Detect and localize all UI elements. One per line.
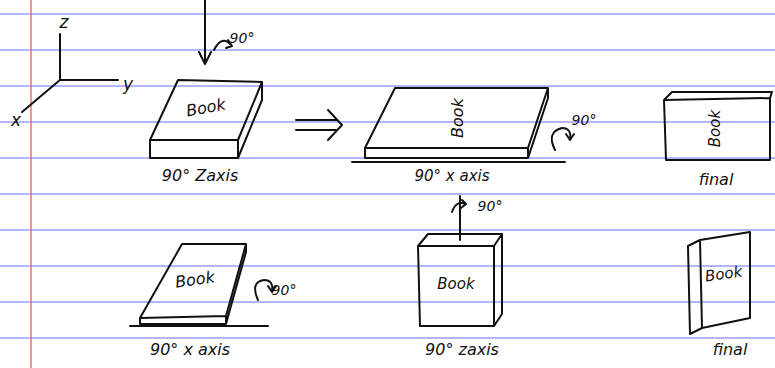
book [140,244,246,324]
sketch-label: 90° [272,283,297,297]
rotation-axis [352,161,565,163]
rotation-arrow [552,128,574,150]
sketch-label: Book [709,109,724,146]
sketch-label: Book [450,98,466,138]
sketch-label: z [60,14,69,31]
sketch-label: y [123,76,133,93]
sketch-label: 90° [478,199,503,213]
margin-line [30,0,31,368]
sketch-label: final [699,172,734,188]
rotation-arrow [452,200,466,212]
sketch-label: Book [437,277,474,292]
rotation-axis-arrow [199,0,211,64]
sketch-label: Book [704,264,743,284]
ruled-lines [0,14,775,338]
sketch-label: 90° Zaxis [162,168,238,184]
then-arrow [296,110,342,140]
sketch-label: final [713,342,748,358]
ink [22,0,772,334]
sketch-label: 90° zaxis [425,342,499,358]
book [664,92,772,160]
rotation-axis [130,325,268,327]
book [365,88,548,158]
sketch-label: x [11,112,21,129]
sketch-label: 90° [230,31,255,45]
sketch-label: Book [185,97,227,120]
sketch-label: 90° [572,113,597,127]
book [688,232,750,334]
axes [22,34,118,112]
sketch-label: 90° x axis [414,169,489,184]
sketch-label: 90° x axis [150,342,230,358]
sketch-label: Book [174,269,216,290]
rotation-arrow [214,40,232,50]
book [150,80,262,158]
book [418,234,502,326]
